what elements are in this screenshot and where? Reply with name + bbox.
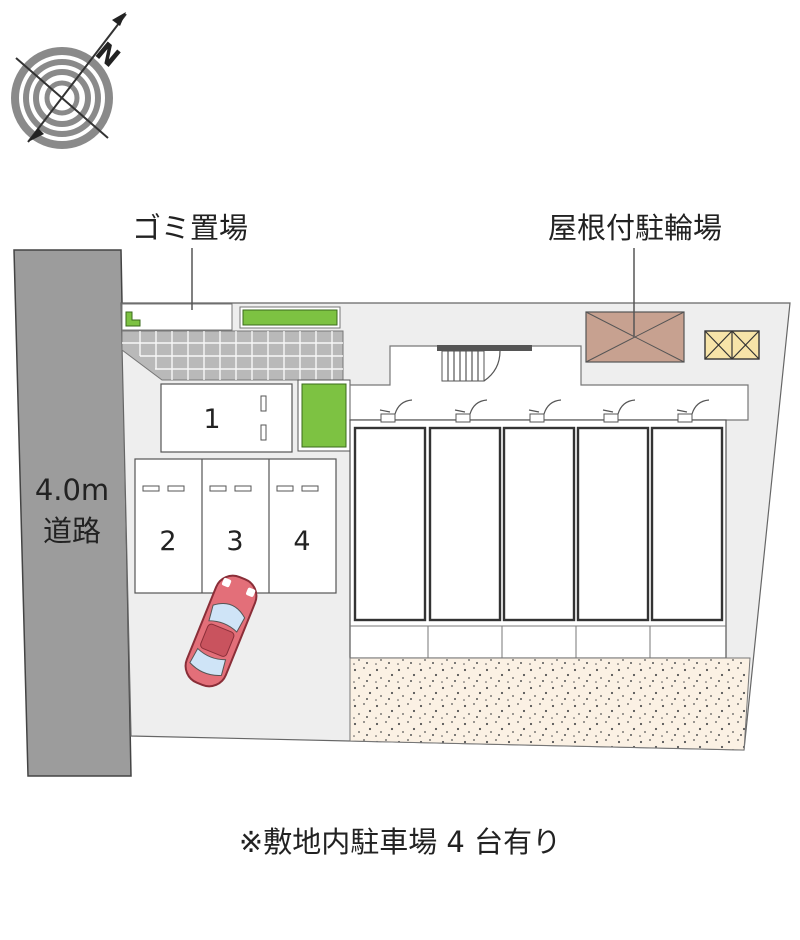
parking-space-1: 1 xyxy=(160,383,293,453)
paving-grid xyxy=(122,331,343,380)
utility-box xyxy=(704,330,760,360)
parking-note: ※敷地内駐車場 4 台有り xyxy=(239,825,561,859)
bicycle-shelter-label: 屋根付駐輪場 xyxy=(548,211,722,245)
parking-number-1: 1 xyxy=(203,404,220,435)
unit-1 xyxy=(353,399,427,622)
door-swing-icon xyxy=(676,399,710,415)
unit-3 xyxy=(502,399,576,622)
parking-number-4: 4 xyxy=(293,526,310,557)
door-swing-icon xyxy=(379,399,413,415)
parking-spaces-row: 2 3 4 xyxy=(134,458,337,594)
car-icon xyxy=(184,574,258,688)
parking-number-2: 2 xyxy=(159,526,176,557)
gravel-strip xyxy=(349,657,751,751)
unit-2 xyxy=(428,399,502,622)
garbage-area xyxy=(121,303,341,331)
road-strip xyxy=(13,249,132,777)
door-swing-icon xyxy=(602,399,636,415)
road-name-label: 道路 xyxy=(43,514,101,548)
staircase-icon xyxy=(437,345,532,382)
compass-rose: N xyxy=(11,12,127,149)
bicycle-shelter xyxy=(585,311,685,363)
faucet-icon xyxy=(125,311,141,327)
unit-5 xyxy=(650,399,724,622)
hedge-top xyxy=(242,309,338,326)
compass-icon xyxy=(11,12,127,149)
door-swing-icon xyxy=(454,399,488,415)
door-swing-icon xyxy=(528,399,562,415)
unit-4 xyxy=(576,399,650,622)
road-width-label: 4.0m xyxy=(35,473,109,507)
garbage-area-label: ゴミ置場 xyxy=(132,211,248,245)
parking-number-3: 3 xyxy=(226,526,243,557)
